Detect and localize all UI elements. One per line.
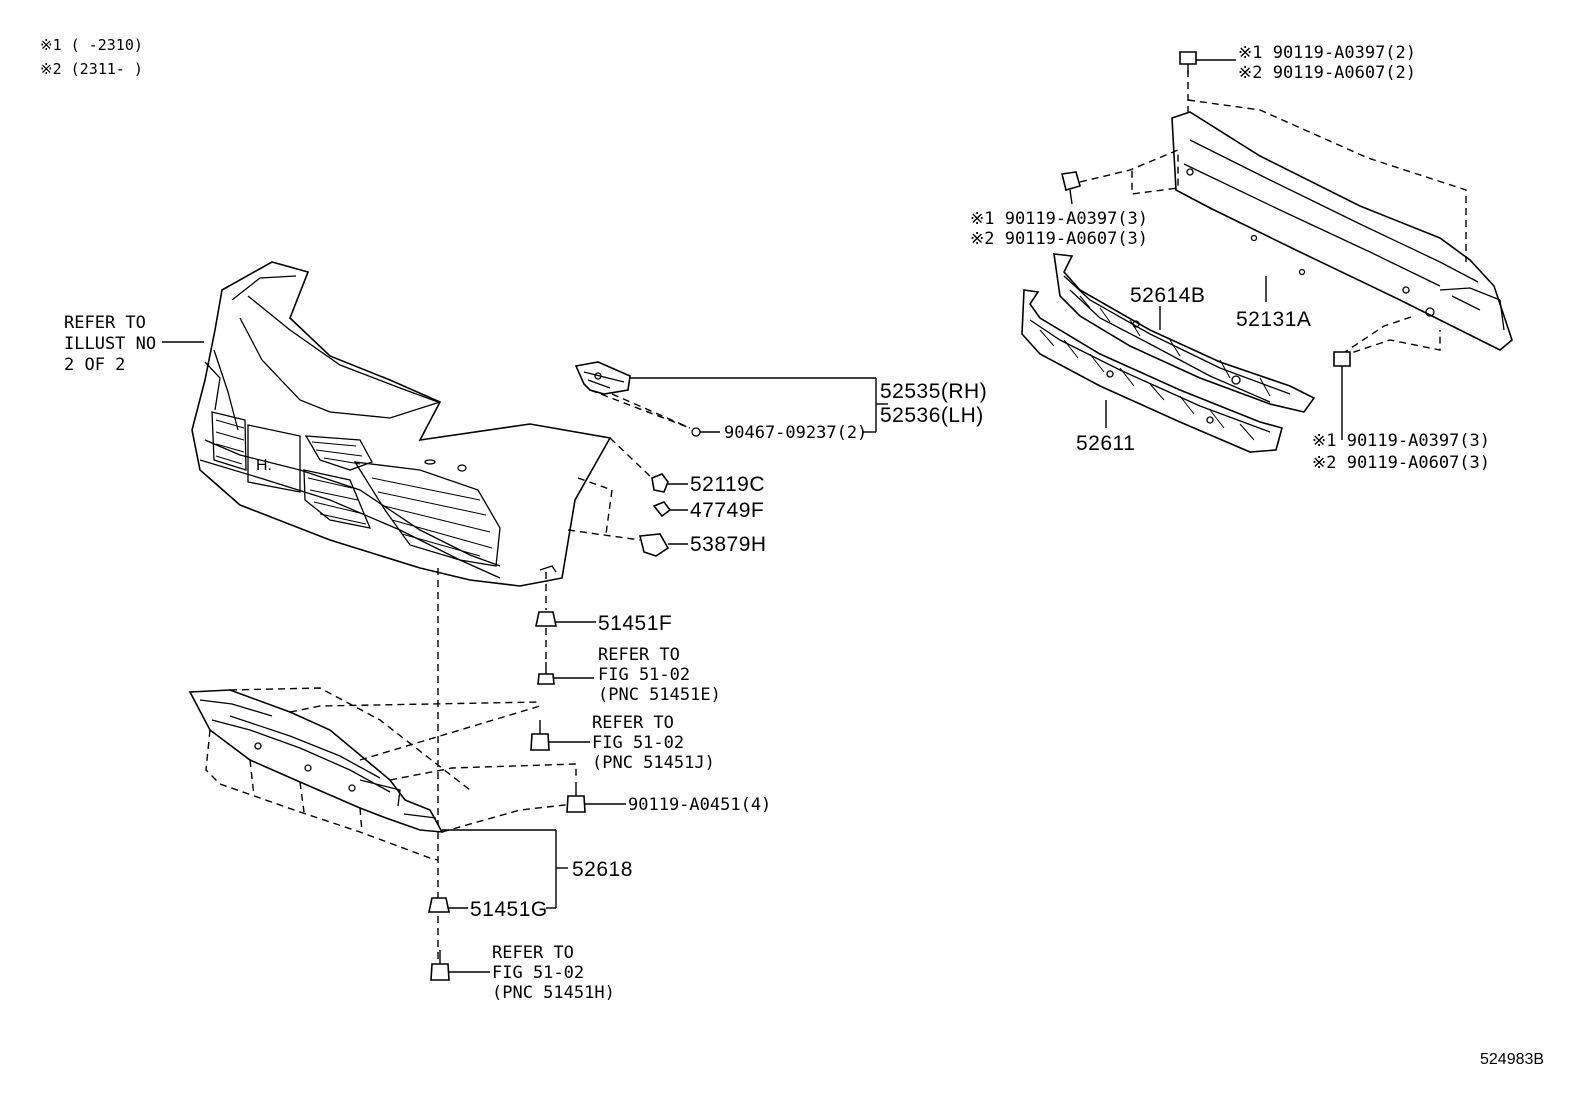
refer-illust-line-2: ILLUST NO [64, 334, 156, 354]
bolt-right [1333, 351, 1351, 440]
part-51451f: 51451F [598, 612, 672, 635]
plate-mark: H. [256, 457, 272, 474]
screw-51451j [530, 720, 550, 751]
part-51451g: 51451G [470, 898, 548, 921]
ref-e-line-1: REFER TO [598, 645, 680, 665]
top-bolt-line-1: ※1 90119-A0397(2) [1238, 43, 1416, 63]
top-bolt-line-2: ※2 90119-A0607(2) [1238, 63, 1416, 83]
left-bolt-line-1: ※1 90119-A0397(3) [970, 209, 1148, 229]
screw-51451e [537, 662, 555, 685]
illustration-id: 524983B [1480, 1051, 1544, 1068]
energy-absorber-52611 [1021, 289, 1283, 453]
ref-e-line-3: (PNC 51451E) [598, 685, 721, 705]
ref-j-line-1: REFER TO [592, 713, 674, 733]
note-2: ※2 (2311- ) [40, 60, 143, 78]
right-bolt-line-2: ※2 90119-A0607(3) [1312, 453, 1490, 473]
front-bumper-cover: H. [191, 261, 612, 587]
screw-51451h [430, 950, 450, 981]
part-53879h: 53879H [690, 533, 767, 556]
part-52535: 52535(RH) [880, 380, 987, 403]
bolt-left [1061, 171, 1081, 205]
left-bolt-line-2: ※2 90119-A0607(3) [970, 229, 1148, 249]
part-90119-a0451: 90119-A0451(4) [628, 795, 771, 815]
energy-absorber-52614b [1053, 253, 1316, 413]
refer-illust-line-1: REFER TO [64, 313, 146, 333]
ref-e-line-2: FIG 51-02 [598, 665, 690, 685]
part-52131a: 52131A [1236, 308, 1311, 331]
ref-h-line-3: (PNC 51451H) [492, 983, 615, 1003]
ref-j-line-3: (PNC 51451J) [592, 753, 715, 773]
part-52536: 52536(LH) [880, 404, 984, 427]
retainer-53879h [638, 533, 670, 557]
clip-51451g [428, 897, 450, 913]
part-52614b: 52614B [1130, 284, 1205, 307]
ref-j-line-2: FIG 51-02 [592, 733, 684, 753]
bumper-reinforcement-52131a [1171, 111, 1513, 351]
part-47749f: 47749F [690, 499, 764, 522]
part-90467: 90467-09237(2) [724, 423, 867, 443]
part-52119c: 52119C [690, 473, 765, 496]
right-bolt-line-1: ※1 90119-A0397(3) [1312, 431, 1490, 451]
ref-h-line-1: REFER TO [492, 943, 574, 963]
bolt-top [1179, 51, 1197, 74]
part-52611: 52611 [1076, 432, 1135, 455]
clip-51451f [535, 611, 557, 627]
part-52618: 52618 [572, 858, 633, 881]
clip-52119c [651, 473, 669, 493]
refer-illust-line-3: 2 OF 2 [64, 355, 125, 375]
side-bracket [574, 361, 631, 395]
screw-90119-a0451 [566, 782, 586, 813]
clip-90467 [691, 427, 701, 437]
ref-h-line-2: FIG 51-02 [492, 963, 584, 983]
note-1: ※1 ( -2310) [40, 36, 143, 54]
lower-cover-52618 [188, 689, 444, 833]
nut-47749f [652, 501, 672, 518]
